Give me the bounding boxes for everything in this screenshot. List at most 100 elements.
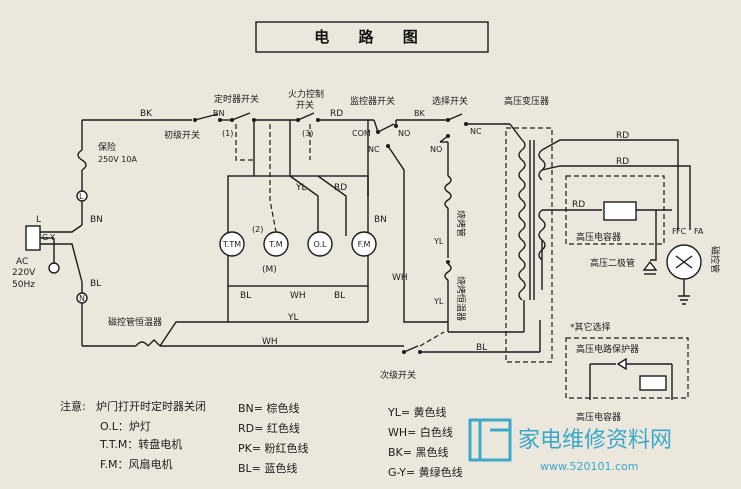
- power-control-label: 火力控制: [288, 88, 324, 100]
- terminal-n-icon: [76, 292, 88, 304]
- legend-left-3: F.M：风扇电机: [100, 457, 173, 471]
- oven-lamp: [307, 231, 333, 257]
- yl-bottom-label: YL: [287, 313, 299, 323]
- primary-switch: [194, 113, 219, 121]
- power-voltage-label: 220V: [12, 268, 36, 278]
- protector-diode-icon: [616, 357, 627, 371]
- other-option-label: *其它选择: [570, 321, 611, 333]
- yl-g1-label: YL: [433, 237, 444, 246]
- grill-tube-icon: [444, 175, 452, 209]
- fc-label: FC: [676, 227, 687, 236]
- legend-right-2: BK= 黑色线: [388, 445, 448, 459]
- diagram-title: 电 路 图: [314, 28, 429, 46]
- bk-sel-label: BK: [414, 109, 425, 118]
- fuse-icon: [77, 149, 87, 171]
- wh-2-label: WH: [392, 273, 408, 283]
- rd-top-label: RD: [330, 109, 343, 119]
- fuse-rating: 250V 10A: [98, 155, 137, 164]
- magnetron-thermostat-icon: [135, 339, 161, 347]
- transformer-primary-icon: [518, 139, 526, 301]
- grill-tube-label: 烧烤管: [455, 210, 467, 237]
- bn-1-label: BN: [374, 215, 387, 225]
- legend-mid-0: BN= 棕色线: [238, 401, 300, 415]
- bl-2-label: BL: [334, 291, 345, 301]
- fuse-label: 保险: [98, 141, 116, 153]
- bn-left-label: BN: [90, 215, 103, 225]
- hv-cap2-label: 高压电容器: [576, 411, 621, 423]
- rd-r1-label: RD: [616, 131, 629, 141]
- legend-mid-2: PK= 粉红色线: [238, 441, 309, 455]
- num-2-label: (2): [252, 225, 263, 234]
- hv-capacitor-icon: [603, 201, 637, 221]
- rd-1-label: RD: [334, 183, 347, 193]
- hv-cap-label: 高压电容器: [576, 231, 621, 243]
- terminal-l-text: L: [79, 192, 84, 201]
- power-ac-label: AC: [16, 257, 28, 267]
- legend-right-3: G-Y= 黄绿色线: [388, 465, 463, 479]
- nc-mon-label: NC: [368, 145, 380, 154]
- bn-top-label: BN: [213, 109, 224, 118]
- power-control-label-2: 开关: [296, 99, 314, 111]
- fa-label: FA: [694, 227, 704, 236]
- hv-diode-icon: [642, 260, 658, 271]
- magnetron-ground-icon: [678, 295, 690, 305]
- bk-top-label: BK: [140, 109, 153, 119]
- line-l-label: L: [36, 215, 41, 225]
- fm-label: F.M: [358, 240, 371, 249]
- f-label: F: [672, 227, 677, 236]
- timer-1-label: (1): [222, 129, 233, 138]
- select-switch: [447, 113, 463, 121]
- timer-switch: [231, 112, 251, 121]
- legend-mid-3: BL= 蓝色线: [238, 461, 297, 475]
- yl-1-label: YL: [295, 183, 307, 193]
- terminal-n-text: N: [79, 294, 85, 303]
- power-control-switch: [297, 112, 315, 121]
- secondary-switch: [403, 345, 419, 353]
- legend-left-0: 炉门打开时定时器关闭: [96, 399, 206, 413]
- bl-1-label: BL: [240, 291, 251, 301]
- transformer-frame: [505, 127, 553, 363]
- hv-protector-label: 高压电路保护器: [576, 343, 639, 355]
- ground-icon: [48, 262, 60, 274]
- select-switch-label: 选择开关: [432, 95, 468, 107]
- rd-r3-label: RD: [572, 200, 585, 210]
- bl-bottom-label: BL: [476, 343, 487, 353]
- title-box: [255, 21, 489, 53]
- power-freq-label: 50Hz: [12, 280, 35, 290]
- magnetron-label: 磁控管: [709, 246, 721, 273]
- transformer-secondary-icon: [538, 209, 546, 261]
- load-frame: [227, 175, 369, 287]
- legend-right-1: WH= 白色线: [388, 425, 453, 439]
- magnetron-thermostat-label: 磁控管恒温器: [108, 316, 162, 328]
- nc-sel-label: NC: [470, 127, 482, 136]
- power-3-label: (3): [302, 129, 313, 138]
- wh-bottom-label: WH: [262, 337, 278, 347]
- monitor-switch: [377, 123, 395, 133]
- ttm-label: T.TM: [222, 240, 241, 249]
- legend-left-2: T.T.M：转盘电机: [99, 437, 182, 451]
- gy-label: G-Y: [42, 233, 55, 242]
- m-label: (M): [262, 265, 277, 275]
- primary-switch-label: 初级开关: [164, 129, 200, 141]
- watermark-logo-icon: [468, 418, 512, 462]
- yl-g2-label: YL: [433, 297, 444, 306]
- tm-label: T.M: [268, 240, 282, 249]
- secondary-switch-label: 次级开关: [380, 369, 416, 381]
- watermark-text: 家电维修资料网: [518, 428, 672, 453]
- fan-motor: [351, 231, 377, 257]
- turntable-motor: [219, 231, 245, 257]
- legend-mid-1: RD= 红色线: [238, 421, 300, 435]
- protector-cap-icon: [639, 375, 667, 391]
- grill-thermostat-icon: [444, 263, 452, 281]
- bl-left-label: BL: [90, 279, 101, 289]
- no-mon-label: NO: [398, 129, 410, 138]
- monitor-switch-label: 监控器开关: [350, 95, 395, 107]
- wh-1-label: WH: [290, 291, 306, 301]
- rd-r2-label: RD: [616, 157, 629, 167]
- ol-label: O.L: [314, 240, 328, 249]
- legend-right-0: YL= 黄色线: [387, 405, 447, 419]
- hv-protector-frame: [565, 337, 689, 399]
- legend-left-1: O.L：炉灯: [100, 420, 151, 433]
- watermark: 家电维修资料网 www.520101.com: [468, 418, 672, 473]
